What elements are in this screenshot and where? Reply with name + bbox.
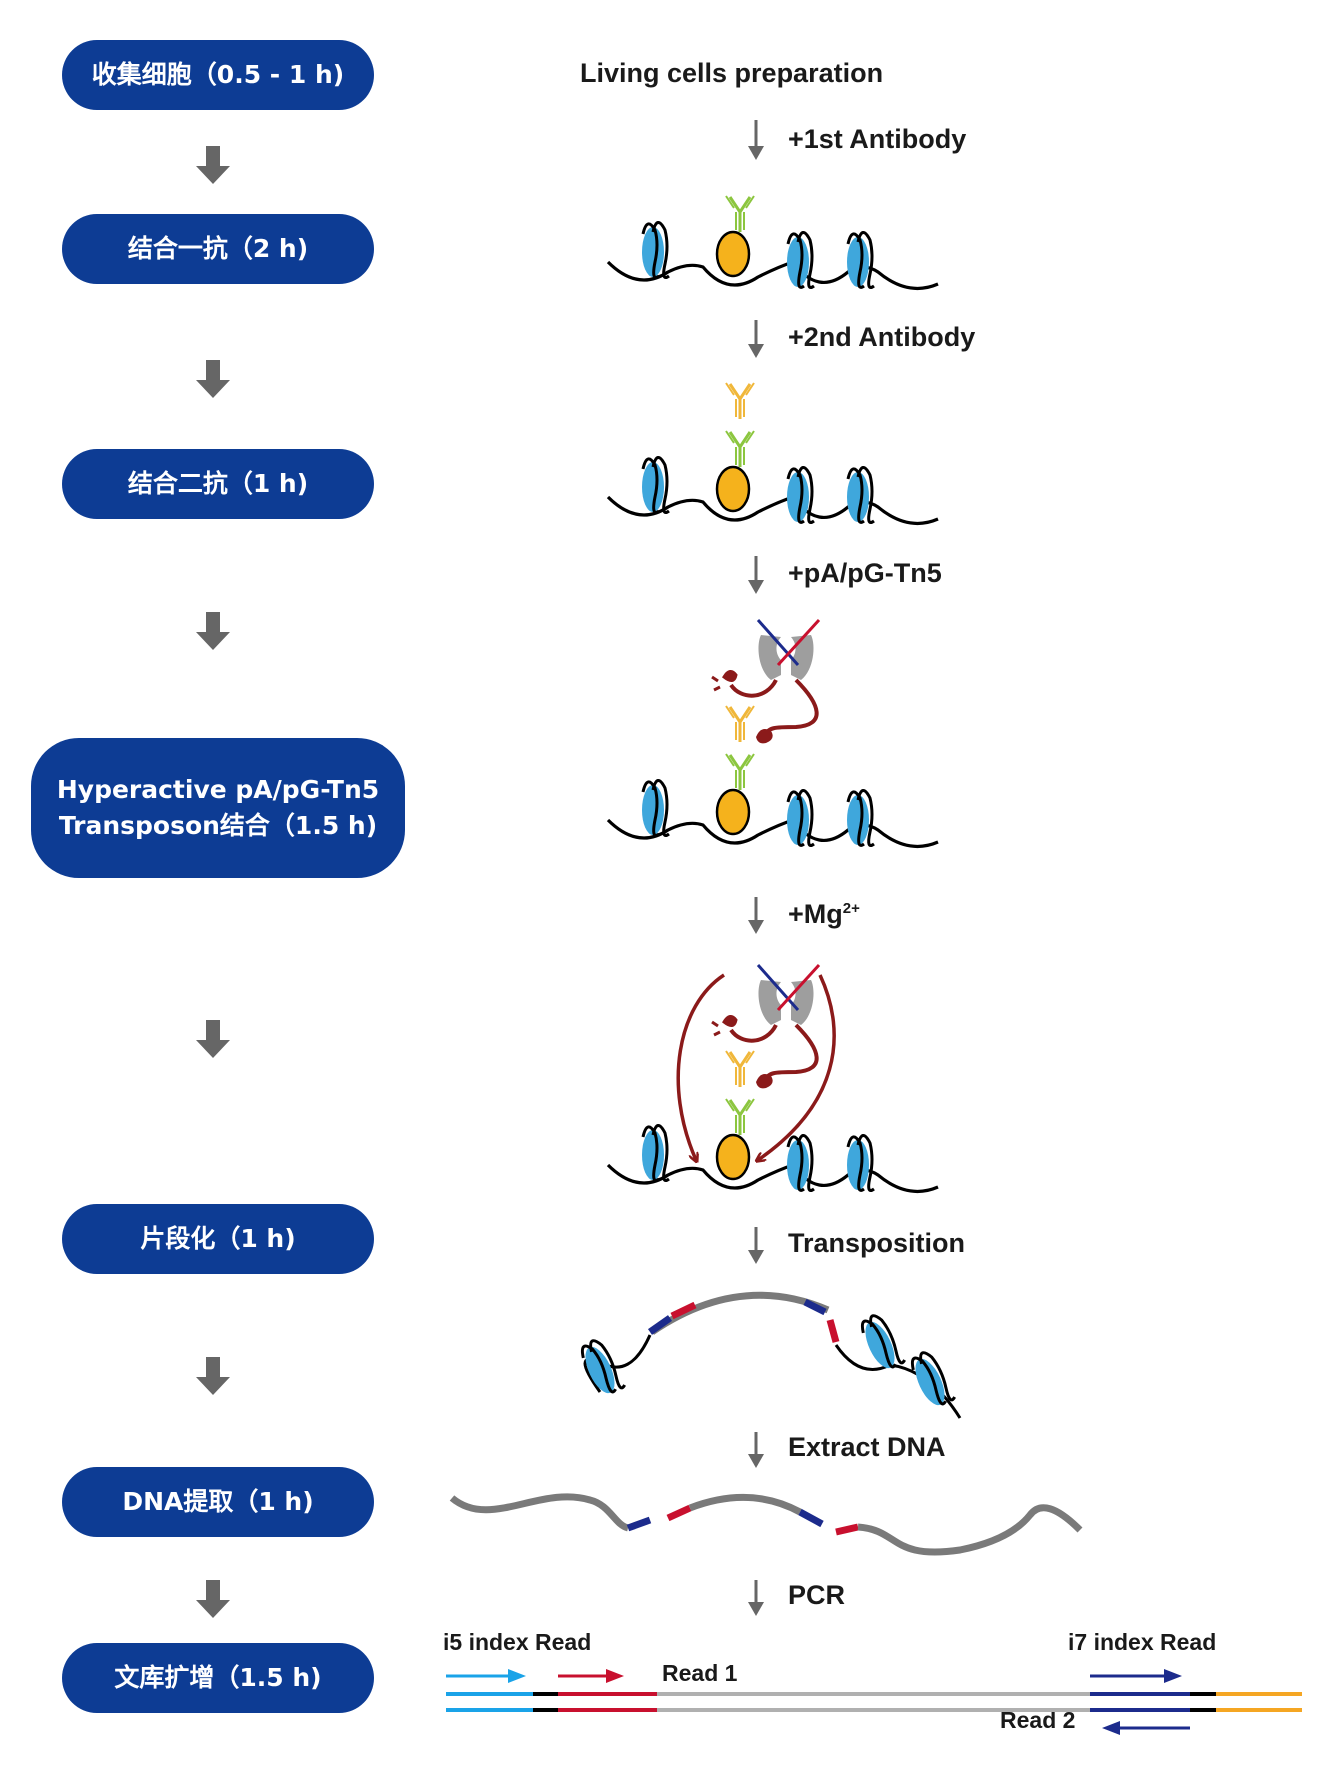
mg-superscript: 2+: [842, 900, 860, 917]
panel-tn5-bound: [608, 618, 938, 846]
panel-mg-activation: [608, 963, 938, 1191]
panel-second-antibody: [608, 381, 938, 523]
step-tagmentation: 片段化（1 h): [62, 1204, 374, 1274]
step-secondary-antibody: 结合二抗（1 h): [62, 449, 374, 519]
step-label: 片段化（1 h): [140, 1223, 296, 1253]
panel-first-antibody: [608, 194, 938, 288]
step-tn5-binding: Hyperactive pA/pG-Tn5 Transposon结合（1.5 h…: [31, 738, 405, 878]
step-label-line2: Transposon结合（1.5 h): [58, 811, 378, 840]
step-library-amplification: 文库扩增（1.5 h): [62, 1643, 374, 1713]
step-dna-extraction: DNA提取（1 h): [62, 1467, 374, 1537]
label-pcr: PCR: [788, 1580, 846, 1610]
down-arrow-icon: [196, 360, 230, 398]
label-i7-index-read: i7 index Read: [1068, 1629, 1217, 1655]
down-arrow-icon: [196, 1357, 230, 1395]
label-read-1: Read 1: [662, 1660, 738, 1686]
panel-transposition: [576, 1291, 962, 1419]
step-label: DNA提取（1 h): [122, 1486, 314, 1516]
label-second-antibody: +2nd Antibody: [788, 322, 976, 352]
step-label: 收集细胞（0.5 - 1 h): [91, 59, 345, 89]
title-living-cells: Living cells preparation: [580, 58, 884, 88]
down-arrow-icon: [196, 612, 230, 650]
down-arrow-icon: [196, 1580, 230, 1618]
step-collect-cells: 收集细胞（0.5 - 1 h): [62, 40, 374, 110]
right-arrows: [748, 120, 764, 1616]
mg-text: +Mg: [788, 899, 843, 929]
label-first-antibody: +1st Antibody: [788, 124, 967, 154]
step-label: 文库扩增（1.5 h): [114, 1662, 322, 1692]
step-label: 结合一抗（2 h): [127, 233, 309, 263]
label-i5-index-read: i5 index Read: [443, 1629, 592, 1655]
label-extract-dna: Extract DNA: [788, 1432, 946, 1462]
down-arrow-icon: [196, 146, 230, 184]
panel-library: [446, 1669, 1302, 1735]
left-arrows: [196, 146, 230, 1618]
step-primary-antibody: 结合一抗（2 h): [62, 214, 374, 284]
step-label: 结合二抗（1 h): [127, 468, 309, 498]
down-arrow-icon: [196, 1020, 230, 1058]
label-transposition: Transposition: [788, 1228, 966, 1258]
step-label-line1: Hyperactive pA/pG-Tn5: [56, 774, 380, 804]
panel-extracted-dna: [449, 1493, 1083, 1556]
label-mg: +Mg2+: [788, 899, 860, 930]
label-tn5: +pA/pG-Tn5: [788, 558, 942, 588]
